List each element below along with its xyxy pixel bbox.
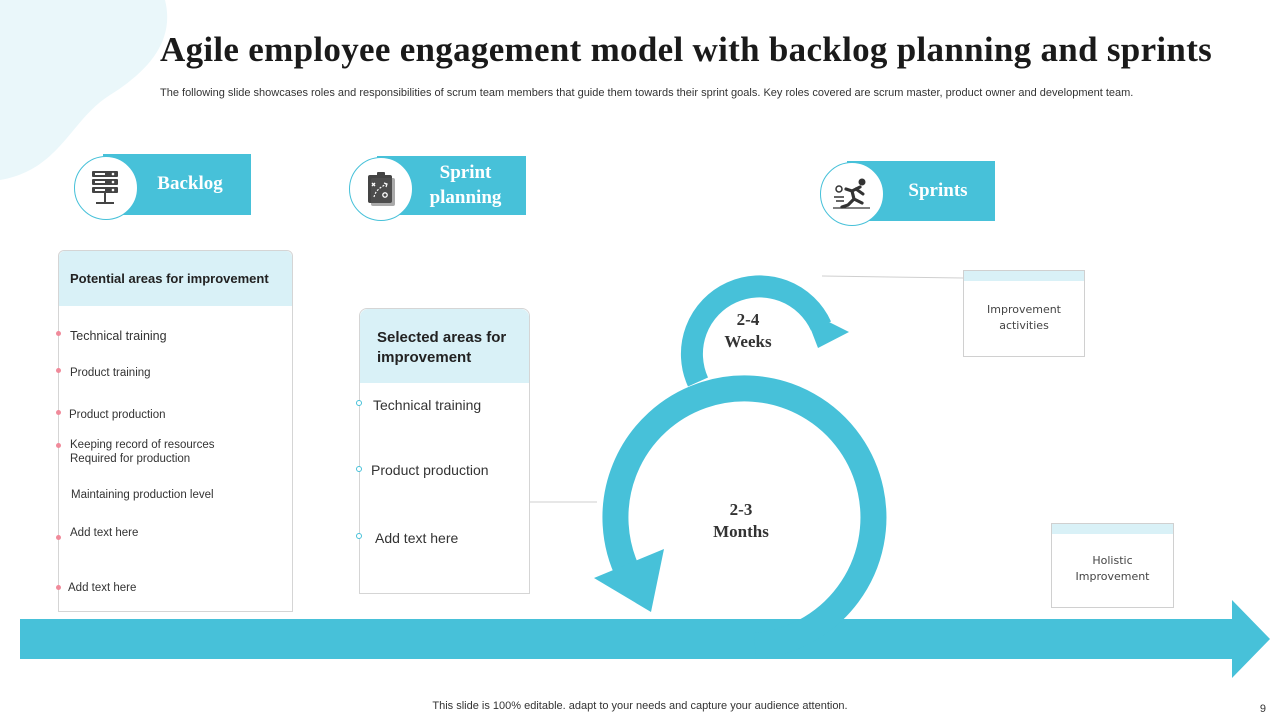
page-number: 9 <box>1259 703 1266 715</box>
selected-areas-panel: Selected areas for improvement <box>359 308 530 594</box>
slide-subtitle: The following slide showcases roles and … <box>160 87 1134 99</box>
bullet-dot <box>56 443 61 448</box>
server-icon <box>92 171 118 204</box>
bullet-dot <box>356 533 362 539</box>
sprint-planning-label: Sprint planning <box>429 161 502 208</box>
selected-item: Add text here <box>375 530 459 546</box>
potential-item: Add text here <box>70 527 139 539</box>
bullet-dot <box>356 466 362 472</box>
bullet-dot <box>56 585 61 590</box>
runner-icon <box>833 178 870 209</box>
selected-item: Product production <box>371 462 489 478</box>
selected-areas-heading: Selected areas for improvement <box>360 309 529 383</box>
holistic-improvement-box: Holistic Improvement <box>1051 523 1174 608</box>
bullet-dot <box>56 410 61 415</box>
bullet-dot <box>56 368 61 373</box>
long-cycle-arrowhead <box>594 549 664 612</box>
selected-item: Technical training <box>373 397 482 413</box>
strategy-board-icon <box>368 172 395 206</box>
potential-item: Add text here <box>68 582 137 594</box>
long-cycle-label: 2-3 Months <box>713 500 769 542</box>
bullet-dot <box>56 535 61 540</box>
decorative-corner-shape <box>0 0 168 180</box>
potential-areas-panel: Potential areas for improvement <box>58 250 293 612</box>
short-cycle-label: 2-4 Weeks <box>724 310 772 352</box>
connector-line <box>821 275 964 279</box>
potential-areas-heading: Potential areas for improvement <box>59 251 292 306</box>
backlog-label: Backlog <box>157 173 223 195</box>
improvement-activities-text: Improvement activities <box>987 303 1061 332</box>
sprints-icon-circle <box>820 162 884 226</box>
bullet-dot <box>56 331 61 336</box>
potential-item: Product training <box>70 367 151 379</box>
backlog-icon-circle <box>74 156 138 220</box>
improvement-activities-box: Improvement activities <box>963 270 1085 357</box>
holistic-improvement-text: Holistic Improvement <box>1075 554 1150 583</box>
sprint-planning-icon-circle <box>349 157 413 221</box>
potential-item: Technical training <box>70 329 167 343</box>
slide-title: Agile employee engagement model with bac… <box>160 30 1213 69</box>
sprints-label: Sprints <box>908 179 968 201</box>
short-cycle-arrowhead <box>803 309 849 348</box>
footer-note: This slide is 100% editable. adapt to yo… <box>432 700 848 712</box>
potential-item: Product production <box>69 409 166 421</box>
potential-item: Maintaining production level <box>71 489 214 501</box>
bullet-dot <box>356 400 362 406</box>
potential-item: Keeping record of resources Required for… <box>70 439 215 466</box>
